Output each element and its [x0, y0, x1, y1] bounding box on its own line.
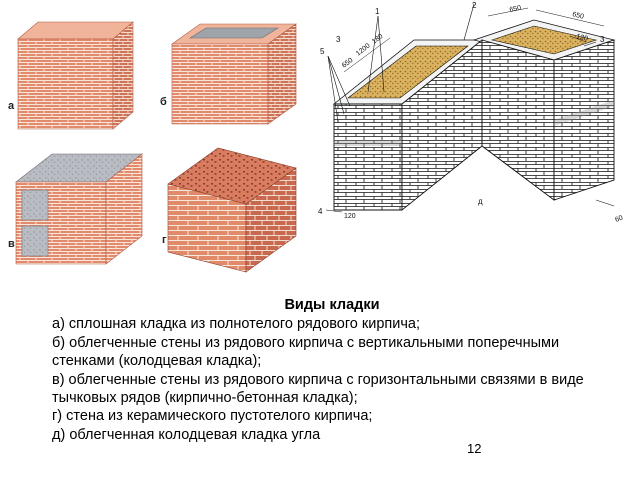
caption-line-v: в) облегченные стены из рядового кирпича…: [52, 371, 584, 407]
caption-line-d: д) облегченная колодцевая кладка угла: [52, 426, 321, 443]
callout-1: 1: [375, 7, 380, 16]
figure-d-label: д: [478, 197, 483, 206]
dim-label: 60: [614, 215, 624, 224]
figure-a-solid-masonry: а: [8, 14, 138, 134]
caption-line-a: а) сплошная кладка из полнотелого рядово…: [52, 316, 420, 333]
figure-v-label: в: [8, 238, 15, 250]
dim-label: 120: [576, 33, 589, 43]
callout-2: 2: [472, 1, 477, 10]
page-number: 12: [467, 441, 482, 456]
callout-5: 5: [320, 47, 325, 56]
dim-label: 650: [341, 57, 355, 70]
figure-v-brick-concrete-masonry: в: [8, 146, 148, 276]
dim-label: 650: [509, 5, 522, 14]
figure-g-hollow-ceramic-wall: г: [162, 140, 302, 280]
dim-label: 1200: [355, 42, 372, 57]
callout-3-left: 3: [336, 35, 341, 44]
figure-d-corner-well-masonry: 1 2 3 3 4 5 650 650 1200 180 650 120 60 …: [314, 0, 636, 232]
figure-b-well-masonry: б: [160, 14, 300, 134]
callout-3-right: 3: [600, 35, 605, 44]
caption-line-b: б) облегченные стены из рядового кирпича…: [52, 334, 560, 370]
caption: Виды кладки а) сплошная кладка из полнот…: [52, 296, 612, 444]
figure-b-label: б: [160, 96, 167, 108]
dim-label: 650: [572, 11, 585, 21]
callout-4: 4: [318, 207, 323, 216]
figure-g-label: г: [162, 234, 167, 246]
caption-title: Виды кладки: [284, 297, 380, 313]
figure-a-label: а: [8, 100, 15, 112]
dim-label: 120: [344, 213, 356, 220]
caption-line-g: г) стена из керамического пустотелого ки…: [52, 408, 373, 425]
